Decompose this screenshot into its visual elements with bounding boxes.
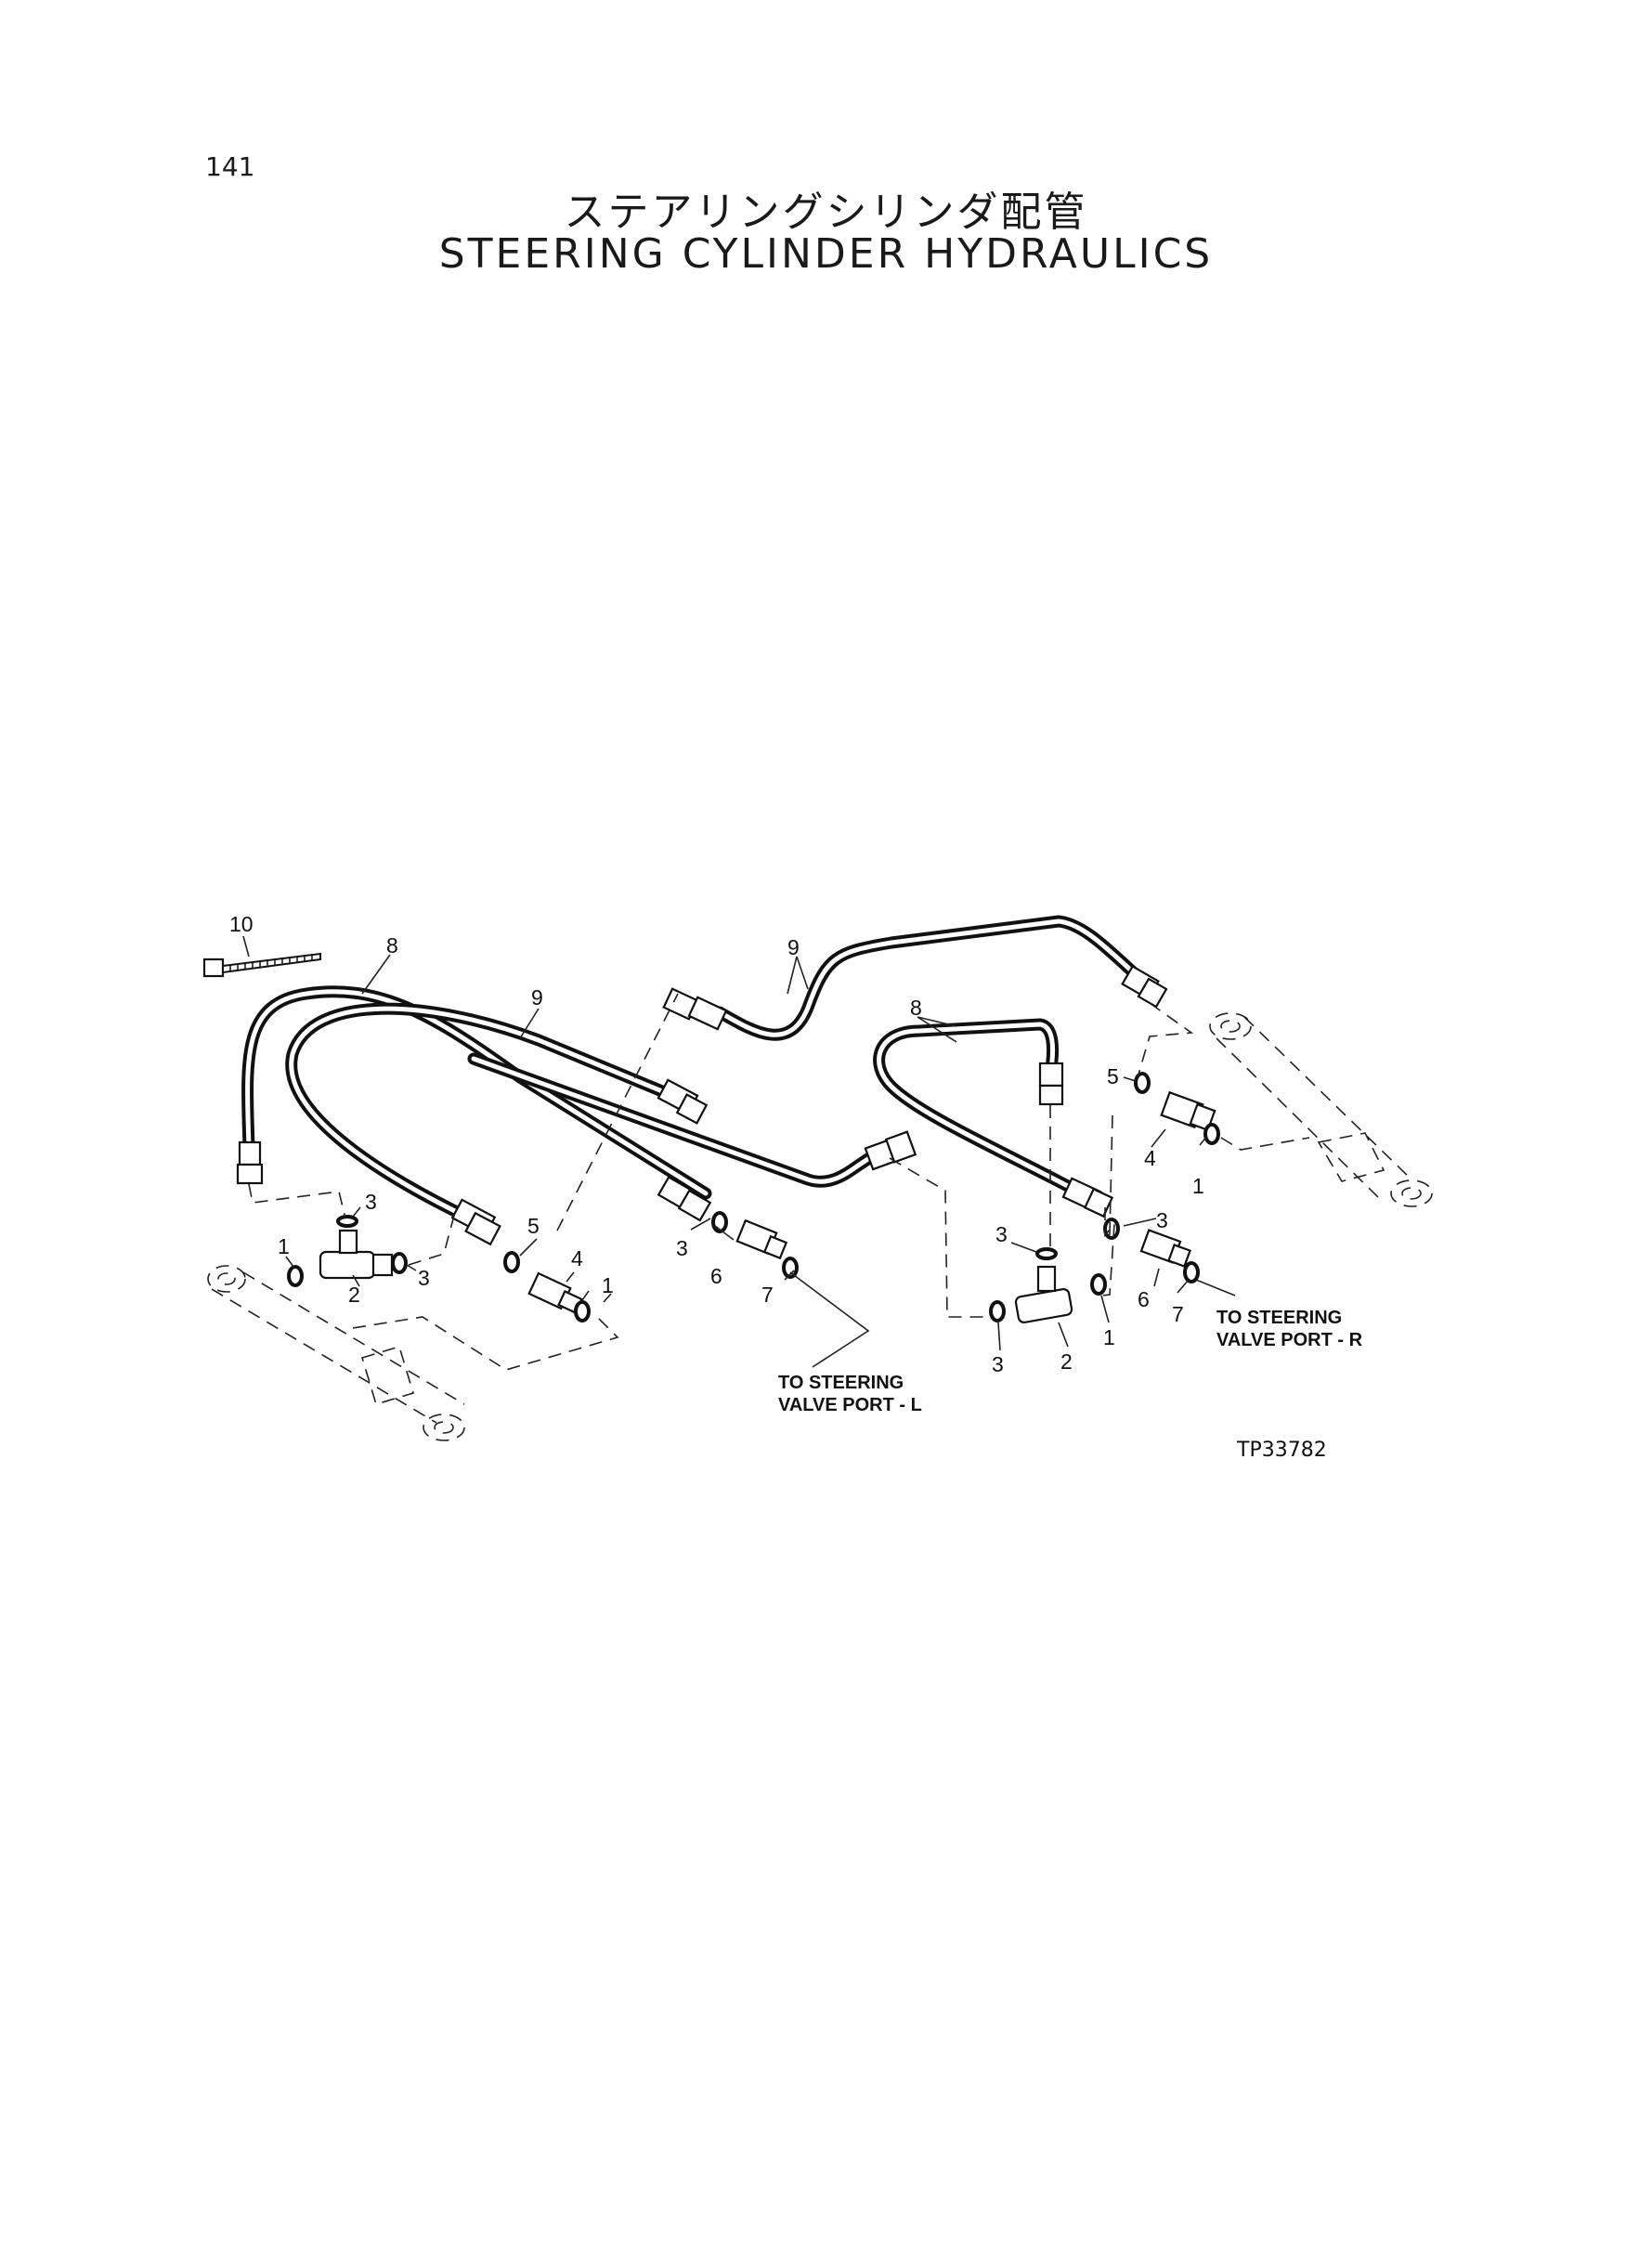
- hose-fittings: [236, 964, 1168, 1246]
- callout-3-left-top: 3: [365, 1190, 377, 1214]
- route-left-line2: VALVE PORT - L: [778, 1395, 922, 1415]
- hose-top-9: [713, 915, 1153, 1041]
- callout-6-right: 6: [1138, 1287, 1150, 1311]
- callout-5-left: 5: [527, 1214, 540, 1238]
- callout-10: 10: [229, 912, 254, 936]
- callout-9-top: 9: [787, 935, 800, 959]
- callout-3-right-top: 3: [995, 1222, 1008, 1246]
- callout-9-left: 9: [531, 985, 543, 1010]
- route-right-line2: VALVE PORT - R: [1216, 1330, 1363, 1350]
- hose-left-8: [241, 985, 712, 1200]
- callout-1-right-b: 1: [1103, 1325, 1115, 1349]
- callouts: 10 8 9 9 8 1 2 3 3 5 4 1 3 6 7 3 3 2 1 3…: [229, 912, 1204, 1376]
- left-steering-cylinder: [207, 1265, 465, 1441]
- routing-notes: TO STEERING VALVE PORT - L TO STEERING V…: [778, 1308, 1363, 1415]
- callout-8-right: 8: [910, 996, 922, 1020]
- title-japanese: ステアリングシリンダ配管: [564, 189, 1088, 236]
- phantom-connection-lines: [248, 993, 1310, 1371]
- title-english: STEERING CYLINDER HYDRAULICS: [438, 230, 1214, 278]
- left-tee-assembly: [287, 1211, 799, 1322]
- callout-8-left: 8: [386, 933, 398, 958]
- callout-3-left-c: 3: [676, 1236, 688, 1260]
- right-tee-assembly: [989, 1072, 1220, 1323]
- callout-4-right: 4: [1144, 1146, 1156, 1170]
- callout-1-left-b: 1: [602, 1273, 614, 1297]
- cable-tie-part-10: [202, 952, 321, 978]
- figure-reference: TP33782: [1236, 1439, 1327, 1462]
- callout-2-right: 2: [1060, 1349, 1073, 1374]
- callout-1-right: 1: [1192, 1174, 1204, 1198]
- callout-5-right: 5: [1107, 1064, 1119, 1088]
- hose-upper-9: [467, 1052, 879, 1188]
- leader-lines: [242, 935, 1236, 1368]
- right-steering-cylinder: [1209, 1012, 1433, 1207]
- callout-2-left: 2: [348, 1283, 360, 1307]
- callout-4-left: 4: [571, 1246, 583, 1270]
- callout-3-right-bottom: 3: [992, 1352, 1004, 1376]
- hose-right-8: [873, 1018, 1088, 1200]
- callout-3-left-side: 3: [418, 1266, 430, 1290]
- callout-3-right-side: 3: [1156, 1208, 1168, 1232]
- hose-left-9: [285, 1002, 680, 1223]
- route-right-line1: TO STEERING: [1216, 1308, 1342, 1328]
- callout-1-left: 1: [278, 1234, 290, 1258]
- callout-7-right: 7: [1172, 1302, 1184, 1326]
- callout-6-left: 6: [710, 1264, 722, 1288]
- route-left-line1: TO STEERING: [778, 1373, 904, 1393]
- page-number: 141: [205, 151, 255, 182]
- callout-7-left: 7: [761, 1283, 774, 1307]
